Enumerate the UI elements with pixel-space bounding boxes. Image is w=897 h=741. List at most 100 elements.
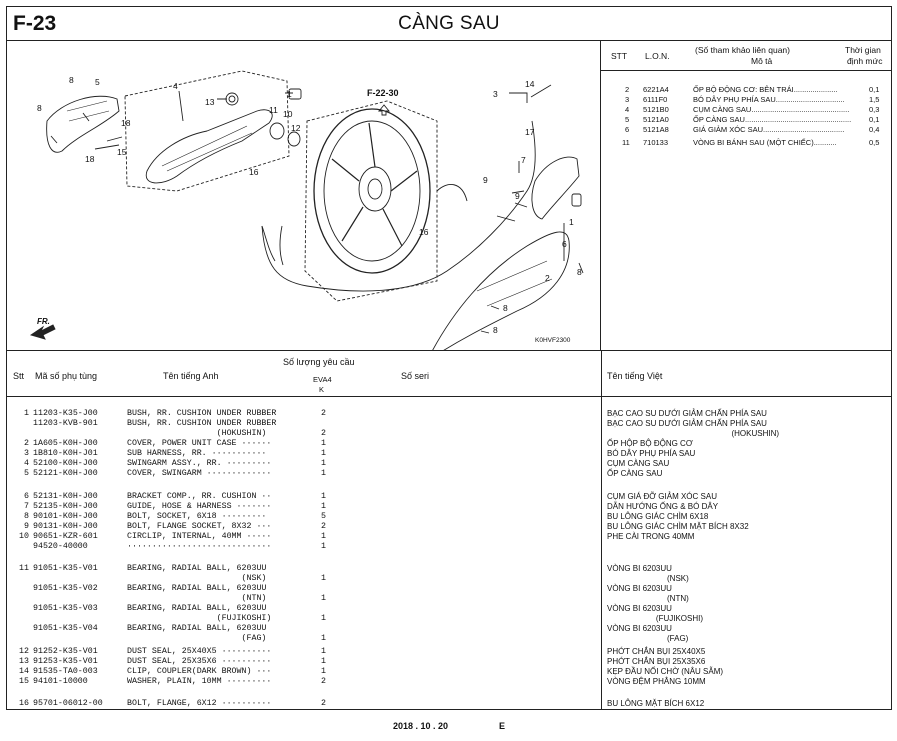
name-vietnamese-cell: KẸP ĐẦU NỐI CHỜ (NÂU SẪM) (607, 667, 724, 676)
name-vietnamese-cell: (NSK) (607, 574, 689, 583)
part-number-cell: 94520-40000 (33, 542, 88, 551)
part-number-cell: 52131-K0H-J00 (33, 492, 98, 501)
stt-cell: 7 (24, 502, 29, 511)
col-time-sub: định mức (847, 56, 883, 66)
quantity-cell: 1 (321, 459, 326, 468)
name-english-cell: BEARING, RADIAL BALL, 6203UU (127, 624, 267, 633)
table-row: (FAG)1 (FAG) (7, 634, 891, 644)
page-title: CÀNG SAU (398, 13, 500, 34)
quantity-cell: 1 (321, 439, 326, 448)
name-english-cell: WASHER, PLAIN, 10MM ········· (127, 677, 272, 686)
section-code: F-23 (13, 12, 57, 35)
name-english-cell: (HOKUSHIN) (127, 429, 267, 438)
part-number-cell: 91051-K35-V03 (33, 604, 98, 613)
name-english-cell: COVER, POWER UNIT CASE ······ (127, 439, 272, 448)
callout-label: 8 (69, 75, 74, 85)
name-english-cell: DUST SEAL, 25X35X6 ·········· (127, 657, 272, 666)
name-vietnamese-cell: DẪN HƯỚNG ỐNG & BÓ DÂY (607, 502, 719, 511)
rear-wheel-shape (313, 108, 431, 274)
part-number-cell: 91253-K35-V01 (33, 657, 98, 666)
edition-code: E (499, 721, 506, 731)
name-vietnamese-cell: ỐP CÀNG SAU (607, 469, 663, 478)
reference-label: F-22-30 (367, 88, 399, 98)
name-english-cell: BOLT, SOCKET, 6X18 ········· (127, 512, 267, 521)
stt-cell: 6 (24, 492, 29, 501)
parts-diagram: 8 5 4 13 1 11 10 12 18 18 15 8 16 3 14 1… (7, 41, 601, 351)
page-header: F-23 CÀNG SAU (7, 7, 891, 41)
callout-label: 5 (95, 77, 100, 87)
figure-id: K0HVF2300 (535, 337, 571, 344)
stt-cell: 9 (24, 522, 29, 531)
part-number-cell: 1A605-K0H-J00 (33, 439, 98, 448)
parts-table-header: Stt Mã số phụ tùng Tên tiếng Anh Số lượn… (7, 351, 891, 397)
stt-cell: 15 (19, 677, 29, 686)
callout-label: 11 (269, 105, 278, 115)
name-vietnamese-cell: VÒNG BI 6203UU (607, 584, 672, 593)
quantity-cell: 2 (321, 429, 326, 438)
name-english-cell: BUSH, RR. CUSHION UNDER RUBBER (127, 419, 277, 428)
name-vietnamese-cell: VÒNG BI 6203UU (607, 564, 672, 573)
callout-label: 1 (287, 89, 292, 99)
callout-label: 8 (37, 103, 42, 113)
stt-cell: 3 (24, 449, 29, 458)
name-vietnamese-cell: BU LÔNG MẶT BÍCH 6X12 (607, 699, 705, 708)
callout-label: 16 (249, 167, 259, 177)
col-part-number: Mã số phụ tùng (35, 371, 98, 381)
part-number-cell: 90101-K0H-J00 (33, 512, 98, 521)
name-vietnamese-cell: PHỚT CHẮN BỤI 25X35X6 (607, 657, 706, 666)
name-english-cell: BRACKET COMP., RR. CUSHION ·· (127, 492, 272, 501)
quantity-cell: 2 (321, 522, 326, 531)
labor-time-row: 5 5121A0 ỐP CÀNG SAU....................… (625, 115, 880, 124)
quantity-cell: 1 (321, 594, 326, 603)
name-english-cell: SUB HARNESS, RR. ··········· (127, 449, 267, 458)
labor-time-row: 2 6221A4 ỐP BỘ ĐỘNG CƠ: BÊN TRÁI........… (625, 85, 880, 94)
callout-label: 3 (493, 89, 498, 99)
front-direction-label: FR. (37, 317, 50, 326)
table-row: 8 90101-K0H-J00 BOLT, SOCKET, 6X18 ·······… (7, 512, 891, 522)
table-row: 6 52131-K0H-J00 BRACKET COMP., RR. CUSHION… (7, 492, 891, 502)
name-english-cell: (FUJIKOSHI) (127, 614, 272, 623)
quantity-cell: 1 (321, 657, 326, 666)
quantity-cell: 1 (321, 614, 326, 623)
callout-label: 12 (291, 123, 301, 133)
labor-time-header: STT L.O.N. (Số tham khảo liên quan) Mô t… (601, 41, 891, 71)
quantity-cell: 2 (321, 699, 326, 708)
quantity-cell: 1 (321, 634, 326, 643)
col-desc: Mô tả (751, 56, 773, 66)
callout-label: 8 (493, 325, 498, 335)
part-number-cell: 91252-K35-V01 (33, 647, 98, 656)
name-vietnamese-cell: BU LÔNG GIÁC CHÌM 6X18 (607, 512, 709, 521)
part-number-cell: 52121-K0H-J00 (33, 469, 98, 478)
stt-cell: 8 (24, 512, 29, 521)
name-english-cell: BOLT, FLANGE SOCKET, 8X32 ··· (127, 522, 272, 531)
name-vietnamese-cell: ỐP HỘP BỘ ĐỘNG CƠ (607, 439, 693, 448)
quantity-cell: 1 (321, 574, 326, 583)
labor-time-row: 11 710133 VÒNG BI BÁNH SAU (MỘT CHIẾC)..… (622, 138, 880, 147)
table-row: (HOKUSHIN)2 (HOKUSHIN) (7, 429, 891, 439)
quantity-cell: 1 (321, 647, 326, 656)
name-english-cell: BEARING, RADIAL BALL, 6203UU (127, 584, 267, 593)
name-vietnamese-cell: VÒNG ĐỆM PHẲNG 10MM (607, 677, 706, 686)
table-row: (NTN)1 (NTN) (7, 594, 891, 604)
stt-cell: 2 (24, 439, 29, 448)
name-vietnamese-cell: (FUJIKOSHI) (607, 614, 704, 623)
col-time: Thời gian (845, 45, 881, 55)
callout-label: 9 (515, 191, 520, 201)
callout-label: 2 (545, 273, 550, 283)
quantity-cell: 1 (321, 542, 326, 551)
quantity-cell: 1 (321, 532, 326, 541)
callout-label: 18 (85, 154, 95, 164)
callout-label: 1 (569, 217, 574, 227)
labor-time-row: 4 5121B0 CỤM CÀNG SAU...................… (625, 105, 880, 114)
callout-label: 15 (117, 147, 127, 157)
part-number-cell: 52135-K0H-J00 (33, 502, 98, 511)
